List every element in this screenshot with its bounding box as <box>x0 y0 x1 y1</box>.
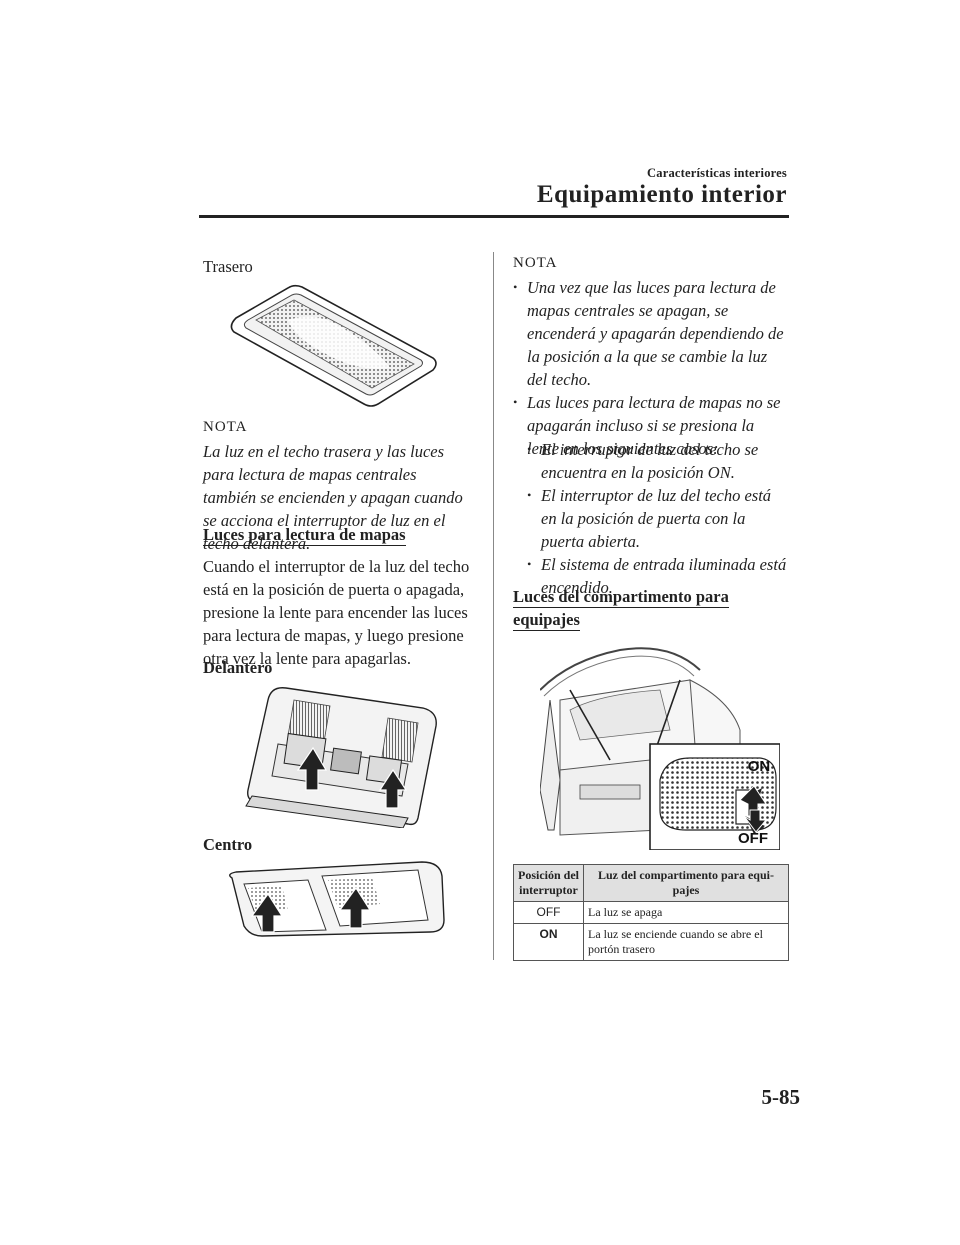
cargo-lights-heading: Luces del compartimento para equipajes <box>513 586 788 632</box>
front-map-light-figure <box>245 687 437 828</box>
nota-sub-bullets: El interruptor de luz del techo se encue… <box>527 438 789 599</box>
delantero-label: Delantero <box>203 658 273 677</box>
table-row: OFF La luz se apaga <box>513 901 789 924</box>
table-cell-description: La luz se enciende cuando se abre el por… <box>583 923 789 961</box>
table-cell-position: OFF <box>513 901 584 924</box>
nota-label-right: NOTA <box>513 255 558 271</box>
table-cell-description: La luz se apaga <box>583 901 789 924</box>
section-label: Características interiores <box>647 166 787 180</box>
cargo-light-table: Posición del interruptor Luz del compart… <box>513 864 789 961</box>
map-lights-heading-text: Luces para lectura de mapas <box>203 525 406 546</box>
nota-sub-bullet-2: El interruptor de luz del techo está en … <box>527 484 789 553</box>
cargo-heading-line-1: Luces del compartimento para <box>513 587 729 608</box>
page-number: 5-85 <box>761 1085 801 1109</box>
header-rule <box>199 215 789 218</box>
table-header-light: Luz del compartimento para equi-pajes <box>583 864 789 902</box>
centro-label: Centro <box>203 835 253 854</box>
nota-sub-bullet-1: El interruptor de luz del techo se encue… <box>527 438 789 484</box>
map-lights-body: Cuando el interruptor de la luz del tech… <box>203 557 470 668</box>
nota-sub-bullet-3: El sistema de entrada iluminada está enc… <box>527 553 789 599</box>
cargo-light-figure: ON OFF <box>540 647 780 850</box>
nota-bullets: Una vez que las luces para lectura de ma… <box>513 276 788 460</box>
rear-room-light-figure <box>230 284 437 407</box>
center-map-light-figure <box>229 861 445 937</box>
column-separator <box>493 252 494 960</box>
cargo-heading-line-2: equipajes <box>513 610 580 631</box>
map-lights-heading: Luces para lectura de mapas <box>203 524 406 546</box>
trasero-label: Trasero <box>203 257 253 276</box>
nota-bullet-1: Una vez que las luces para lectura de ma… <box>513 276 788 391</box>
nota-text-left: La luz en el techo trasera y las luces p… <box>203 442 463 553</box>
table-row: ON La luz se enciende cuando se abre el … <box>513 923 789 961</box>
nota-label-left: NOTA <box>203 419 248 435</box>
figure-off-label: OFF <box>738 830 768 847</box>
table-cell-position: ON <box>513 923 584 961</box>
figure-on-label: ON <box>748 758 771 775</box>
table-header-position: Posición del interruptor <box>513 864 584 902</box>
page-title: Equipamiento interior <box>536 181 787 208</box>
